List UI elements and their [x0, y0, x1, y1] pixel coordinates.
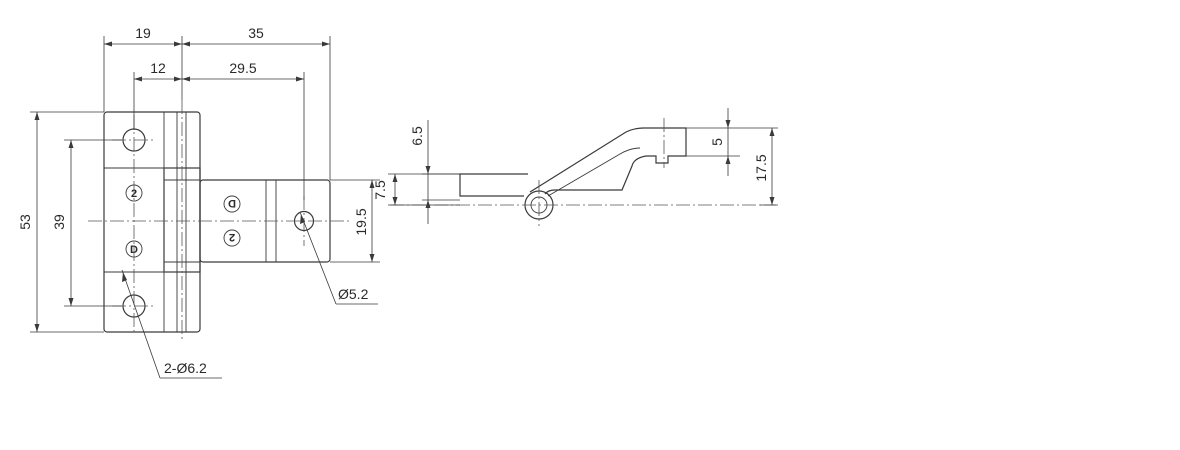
mark-two-right: 2	[229, 231, 235, 243]
dim-17-5-label: 17.5	[753, 154, 769, 181]
side-flat-leaf	[459, 173, 528, 197]
dim-5-label: 5	[709, 138, 725, 146]
dim-6-5-label: 6.5	[409, 126, 425, 146]
dim-35-label: 35	[248, 25, 264, 41]
dim-53-label: 53	[17, 214, 33, 230]
side-bent-leaf	[529, 127, 687, 195]
dim-12-label: 12	[150, 60, 166, 76]
side-view: 7.5 6.5 5 17.5	[372, 108, 778, 226]
dim-19-label: 19	[135, 25, 151, 41]
dim-29-5-label: 29.5	[229, 60, 256, 76]
mark-d-right: D	[228, 197, 236, 209]
dim-7-5-label: 7.5	[372, 180, 388, 200]
dim-hole-5-2-label: Ø5.2	[338, 286, 369, 302]
dim-39-label: 39	[51, 214, 67, 230]
dim-19-5-label: 19.5	[353, 208, 369, 235]
dim-hole-6-2-label: 2-Ø6.2	[164, 360, 207, 376]
front-view: 2 D D 2 19 35 12 29.5	[17, 25, 380, 379]
